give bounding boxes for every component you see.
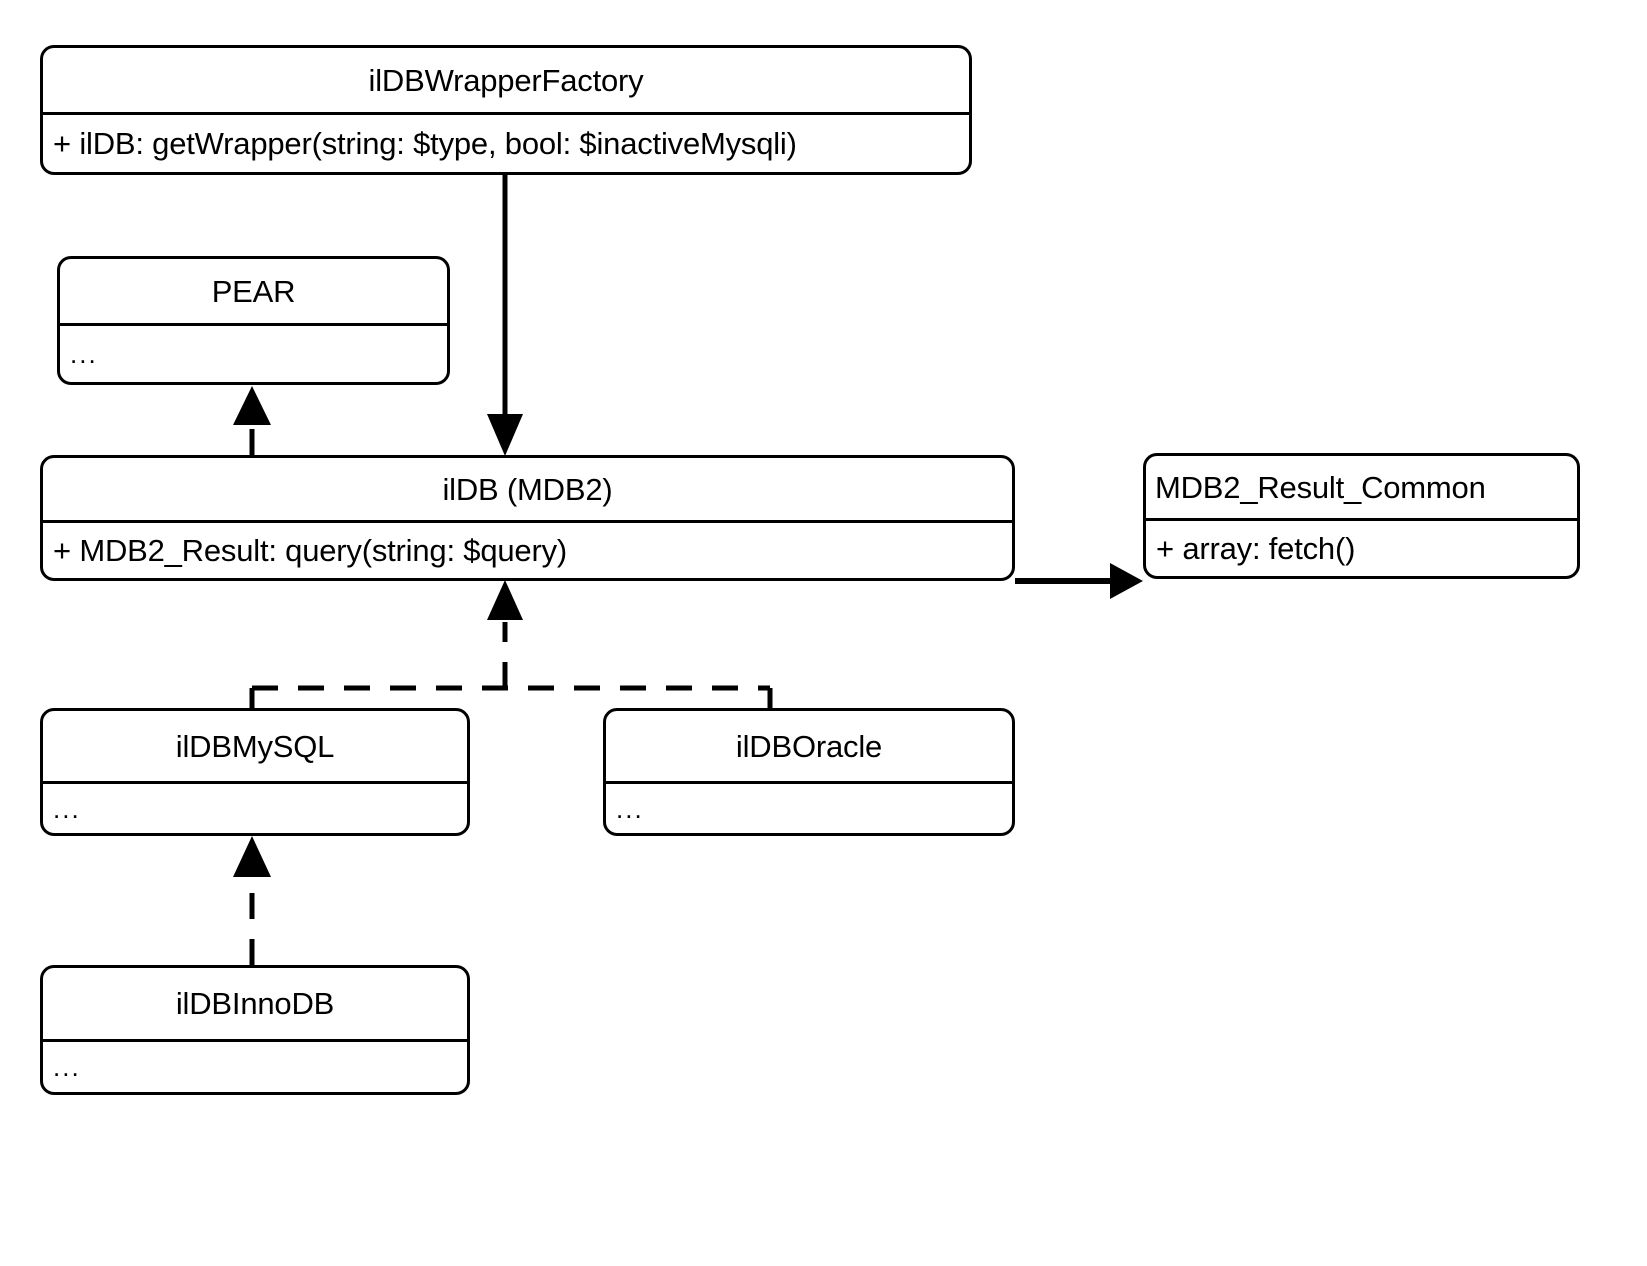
edge-ildb-extends-pear xyxy=(233,386,271,455)
class-box-ildbmysql[interactable]: ilDBMySQL ... xyxy=(40,708,470,836)
class-members-mdb2-result-common: + array: fetch() xyxy=(1156,531,1356,566)
edge-realization-fork xyxy=(249,580,773,708)
class-box-ildbwrapperfactory[interactable]: ilDBWrapperFactory + ilDB: getWrapper(st… xyxy=(40,45,972,175)
class-box-pear[interactable]: PEAR ... xyxy=(57,256,450,385)
class-name-ildbwrapperfactory: ilDBWrapperFactory xyxy=(368,62,644,98)
class-divider xyxy=(43,781,467,784)
class-divider xyxy=(60,323,447,326)
class-name-ildbmysql: ilDBMySQL xyxy=(175,728,335,764)
class-box-ildboracle[interactable]: ilDBOracle ... xyxy=(603,708,1015,836)
class-name-mdb2-result-common: MDB2_Result_Common xyxy=(1155,469,1486,505)
class-box-ildb[interactable]: ilDB (MDB2) + MDB2_Result: query(string:… xyxy=(40,455,1015,581)
class-members-ildbwrapperfactory: + ilDB: getWrapper(string: $type, bool: … xyxy=(53,126,797,161)
class-members-ildbmysql: ... xyxy=(53,793,81,824)
class-divider xyxy=(43,112,969,115)
class-divider xyxy=(43,520,1012,523)
class-name-ildbinnodb: ilDBInnoDB xyxy=(175,986,335,1021)
class-box-ildbinnodb[interactable]: ilDBInnoDB ... xyxy=(40,965,470,1095)
class-divider xyxy=(606,781,1012,784)
class-divider xyxy=(1146,518,1577,521)
edge-ildb-uses-mdb2result xyxy=(1015,563,1143,599)
class-divider xyxy=(43,1039,467,1042)
edge-factory-creates-ildb xyxy=(487,175,523,456)
class-name-pear: PEAR xyxy=(211,273,296,309)
class-members-ildboracle: ... xyxy=(616,793,644,824)
class-members-pear: ... xyxy=(70,339,98,369)
class-name-ildboracle: ilDBOracle xyxy=(735,728,883,764)
class-box-mdb2-result-common[interactable]: MDB2_Result_Common + array: fetch() xyxy=(1143,453,1580,579)
class-members-ildb: + MDB2_Result: query(string: $query) xyxy=(53,533,567,568)
class-name-ildb: ilDB (MDB2) xyxy=(442,471,613,507)
class-members-ildbinnodb: ... xyxy=(53,1052,81,1082)
edge-ildbinnodb-extends-ildbmysql xyxy=(233,836,271,965)
